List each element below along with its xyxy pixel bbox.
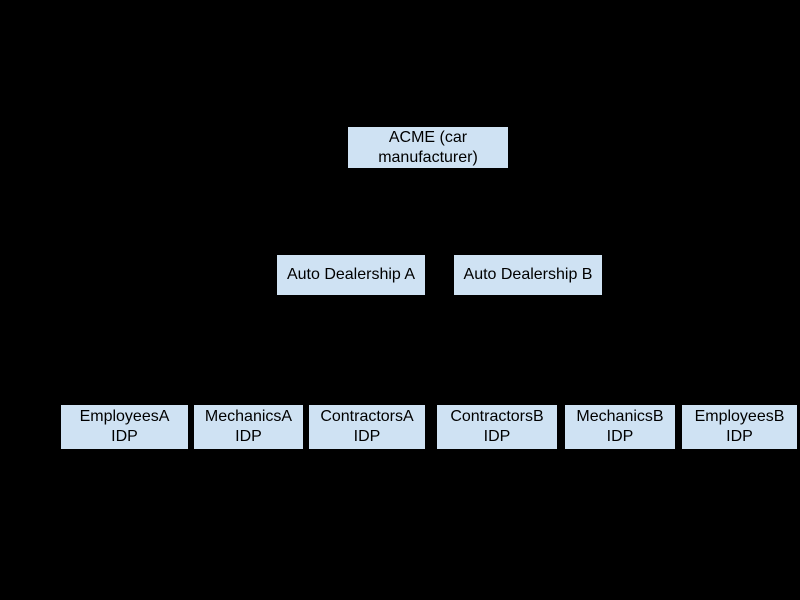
node-employeesa-idp: EmployeesA IDP [61, 405, 188, 449]
node-contractorsa-idp: ContractorsA IDP [309, 405, 425, 449]
node-mechanicsb-idp: MechanicsB IDP [565, 405, 675, 449]
node-contractorsb-idp: ContractorsB IDP [437, 405, 557, 449]
node-acme-car-manufacturer: ACME (car manufacturer) [348, 127, 508, 168]
node-auto-dealership-b: Auto Dealership B [454, 255, 602, 295]
node-mechanicsa-idp: MechanicsA IDP [194, 405, 303, 449]
node-employeesb-idp: EmployeesB IDP [682, 405, 797, 449]
node-auto-dealership-a: Auto Dealership A [277, 255, 425, 295]
